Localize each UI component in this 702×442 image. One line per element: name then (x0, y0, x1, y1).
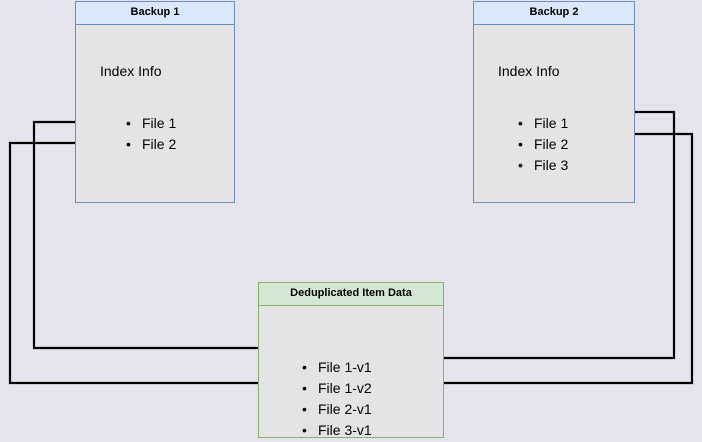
list-item: File 1-v1 (302, 357, 372, 378)
list-item: File 1 (518, 113, 568, 134)
backup-2-index-label: Index Info (498, 63, 560, 79)
deduplicated-item-data-box[interactable]: Deduplicated Item Data File 1-v1 File 1-… (258, 282, 444, 441)
deduplicated-item-data-header: Deduplicated Item Data (259, 283, 443, 306)
backup-1-box[interactable]: Backup 1 Index Info File 1 File 2 (75, 1, 235, 203)
list-item: File 3 (518, 155, 568, 176)
list-item: File 2-v1 (302, 399, 372, 420)
list-item: File 2 (126, 134, 176, 155)
backup-1-body: Index Info File 1 File 2 (76, 25, 234, 202)
backup-2-body: Index Info File 1 File 2 File 3 (474, 25, 634, 202)
list-item: File 3-v1 (302, 420, 372, 441)
backup-1-file-list: File 1 File 2 (126, 113, 176, 155)
deduplicated-item-data-body: File 1-v1 File 1-v2 File 2-v1 File 3-v1 (259, 306, 443, 441)
backup-2-file-list: File 1 File 2 File 3 (518, 113, 568, 176)
list-item: File 2 (518, 134, 568, 155)
backup-1-index-label: Index Info (100, 63, 162, 79)
list-item: File 1 (126, 113, 176, 134)
list-item: File 1-v2 (302, 378, 372, 399)
backup-1-header: Backup 1 (76, 2, 234, 25)
backup-2-box[interactable]: Backup 2 Index Info File 1 File 2 File 3 (473, 1, 635, 203)
deduplicated-file-list: File 1-v1 File 1-v2 File 2-v1 File 3-v1 (302, 357, 372, 441)
backup-2-header: Backup 2 (474, 2, 634, 25)
